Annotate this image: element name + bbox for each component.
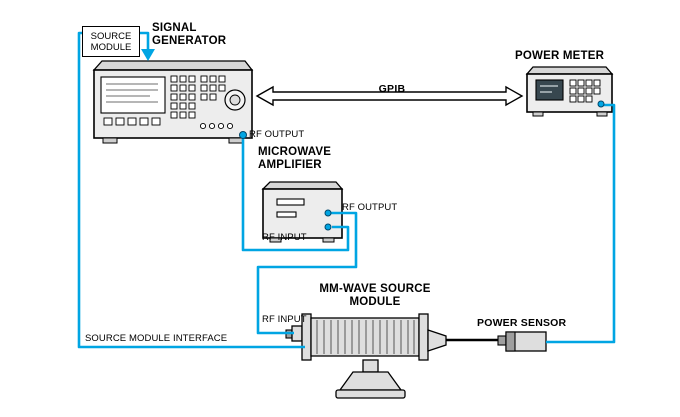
power-meter-illustration	[525, 66, 614, 117]
mm-wave-module-illustration	[285, 313, 498, 399]
sig-gen-rf-output-connector	[239, 131, 247, 139]
amp-rf-input-connector	[324, 223, 332, 231]
cables	[77, 31, 616, 349]
amp-rf-output-connector	[324, 209, 332, 217]
source-module-interface-cable	[77, 31, 305, 349]
power-sensor-title: POWER SENSOR	[477, 317, 567, 329]
amp-output-to-module-cable	[256, 211, 358, 335]
mm-wave-rf-input-label: RF INPUT	[262, 314, 307, 325]
power-meter-display	[535, 79, 564, 101]
signal-generator-illustration	[92, 60, 254, 144]
amp-rf-output-label: RF OUTPUT	[342, 202, 398, 213]
gpib-label: GPIB	[378, 83, 406, 95]
mm-wave-output-cone	[427, 329, 447, 352]
power-meter-to-sensor-cable	[546, 103, 616, 344]
sig-gen-display	[100, 76, 166, 114]
gpib-bus-arrow	[255, 85, 524, 107]
power-meter-sensor-connector	[597, 100, 605, 108]
source-module-label-box: SOURCE MODULE	[82, 26, 140, 57]
rf-output-to-amp-input-cable	[241, 137, 350, 252]
amp-rf-input-label: RF INPUT	[262, 232, 307, 243]
microwave-amplifier-title: MICROWAVE AMPLIFIER	[258, 146, 332, 171]
signal-generator-title: SIGNAL GENERATOR	[152, 22, 227, 47]
power-sensor-illustration	[497, 331, 547, 352]
source-module-interface-label: SOURCE MODULE INTERFACE	[85, 333, 228, 344]
connectors	[239, 100, 605, 231]
source-module-cable-arrowhead	[141, 49, 155, 61]
mm-wave-module-title: MM-WAVE SOURCE MODULE	[319, 283, 431, 308]
sig-gen-rf-output-label: RF OUTPUT	[249, 129, 305, 140]
power-meter-title: POWER METER	[515, 50, 605, 62]
